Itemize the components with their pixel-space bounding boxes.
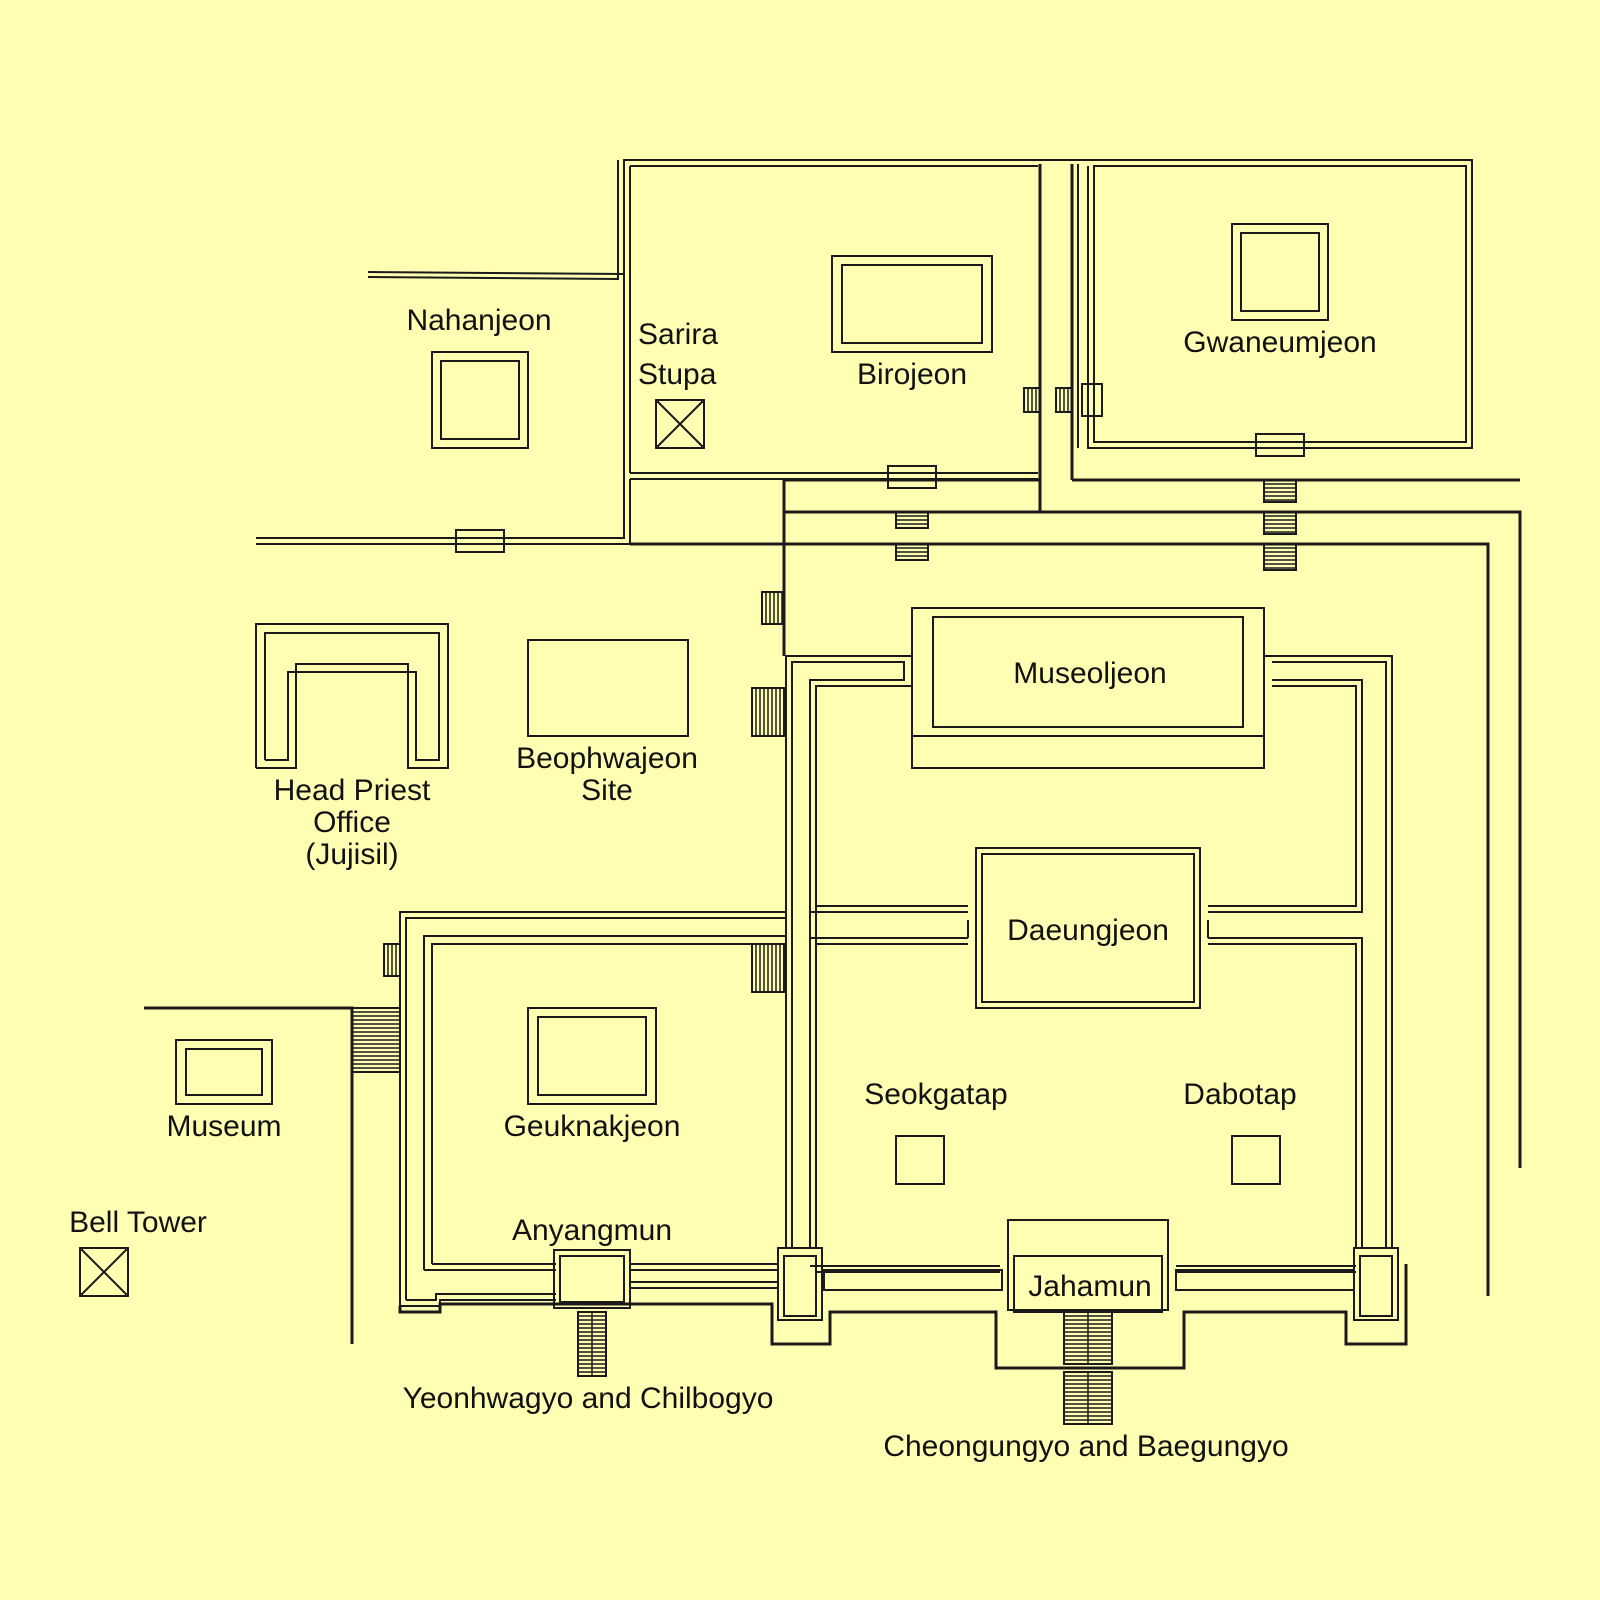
label-headpriest-2: Office	[313, 806, 391, 839]
label-geuknakjeon: Geuknakjeon	[504, 1110, 681, 1143]
label-headpriest-1: Head Priest	[274, 774, 431, 807]
cloister-corner-southwest	[777, 1247, 823, 1321]
birojeon-gate	[887, 465, 937, 489]
label-dabotap: Dabotap	[1183, 1078, 1296, 1111]
label-museoljeon: Museoljeon	[1013, 657, 1166, 690]
stairs-gwaneumjeon-south-2	[1263, 511, 1297, 535]
label-sarira-stupa-1: Sarira	[638, 318, 718, 351]
dabotap-pagoda	[1231, 1135, 1281, 1185]
jahamun-gate	[1007, 1219, 1169, 1313]
label-seokgatap: Seokgatap	[864, 1078, 1007, 1111]
west-boundary-wall	[144, 1006, 354, 1344]
sarira-stupa-building	[655, 399, 705, 449]
stairs-gwaneumjeon-south-1	[1263, 479, 1297, 503]
label-anyangmun: Anyangmun	[512, 1214, 672, 1247]
birojeon-building	[831, 255, 993, 353]
label-cheongungyo: Cheongungyo and Baegungyo	[883, 1430, 1288, 1463]
label-museum: Museum	[166, 1110, 281, 1143]
stairs	[351, 387, 1297, 1425]
stairs-baegungyo	[1063, 1371, 1113, 1425]
gwaneumjeon-building	[1231, 223, 1329, 321]
stairs-birojeon-south-2	[895, 543, 929, 561]
stairs-west-upper	[761, 591, 785, 625]
gwaneumjeon-gate	[1255, 433, 1305, 457]
label-yeonhwagyo: Yeonhwagyo and Chilbogyo	[403, 1382, 774, 1415]
labels: Nahanjeon Sarira Stupa Birojeon Gwaneumj…	[69, 304, 1377, 1463]
label-nahanjeon: Nahanjeon	[406, 304, 551, 337]
nahanjeon-building	[431, 351, 529, 449]
nahanjeon-wall-gate	[455, 529, 505, 553]
stairs-museum-terrace	[351, 1007, 401, 1073]
head-priest-office-building	[255, 623, 449, 769]
geuknakjeon-cloister	[398, 911, 786, 1314]
label-bell-tower: Bell Tower	[69, 1206, 207, 1239]
bell-tower-building	[79, 1247, 129, 1297]
anyangmun-gate	[553, 1249, 631, 1309]
label-birojeon: Birojeon	[857, 358, 967, 391]
museoljeon-building	[911, 607, 1265, 769]
seokgatap-pagoda	[895, 1135, 945, 1185]
daeungjeon-cloister	[770, 655, 1408, 1370]
beophwajeon-site-outline	[527, 639, 689, 737]
stairs-west-middle	[751, 687, 785, 737]
label-beophwajeon-1: Beophwajeon	[516, 742, 698, 775]
stairs-gwaneumjeon-west	[1055, 387, 1073, 413]
stairs-yeonhwagyo	[577, 1311, 607, 1377]
geuknakjeon-building	[527, 1007, 657, 1105]
daeungjeon-building	[975, 847, 1201, 1009]
label-jahamun: Jahamun	[1028, 1270, 1151, 1303]
label-headpriest-3: (Jujisil)	[305, 838, 398, 871]
label-sarira-stupa-2: Stupa	[638, 358, 717, 391]
stairs-geuknakjeon-west	[383, 943, 401, 977]
stairs-geuknakjeon-east	[751, 943, 785, 993]
label-daeungjeon: Daeungjeon	[1007, 914, 1169, 947]
label-beophwajeon-2: Site	[581, 774, 633, 807]
gwaneumjeon-side-gate	[1081, 383, 1103, 417]
west-walls	[256, 268, 1522, 1296]
label-gwaneumjeon: Gwaneumjeon	[1183, 326, 1376, 359]
museum-building	[175, 1039, 273, 1105]
stairs-birojeon-east	[1023, 387, 1041, 413]
cloister-corner-southeast	[1353, 1247, 1399, 1321]
stairs-birojeon-south-1	[895, 511, 929, 529]
stairs-gwaneumjeon-south-3	[1263, 543, 1297, 571]
stairs-cheongungyo	[1063, 1311, 1113, 1365]
